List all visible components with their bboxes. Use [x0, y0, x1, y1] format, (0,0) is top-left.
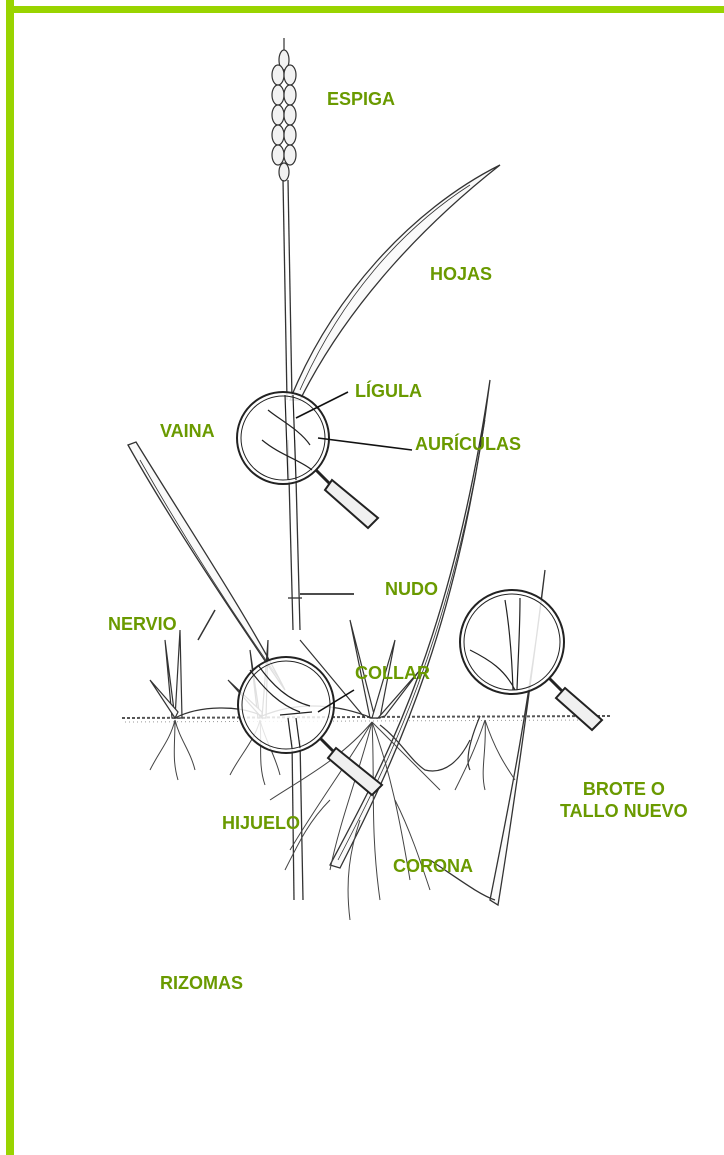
main-stem: [283, 180, 303, 900]
label-rizomas: RIZOMAS: [160, 972, 243, 994]
ground-line: [122, 716, 610, 722]
label-hojas: HOJAS: [430, 263, 492, 285]
label-ligula: LÍGULA: [355, 380, 422, 402]
spike-drawing: [272, 38, 296, 181]
label-brote-line1: BROTE O: [560, 778, 688, 800]
label-corona: CORONA: [393, 855, 473, 877]
label-brote-line2: TALLO NUEVO: [560, 800, 688, 822]
label-collar: COLLAR: [355, 662, 430, 684]
label-espiga: ESPIGA: [327, 88, 395, 110]
magnifier-brote: [460, 590, 602, 730]
label-hijuelo: HIJUELO: [222, 812, 300, 834]
label-auriculas: AURÍCULAS: [415, 433, 521, 455]
auriculas-leader: [318, 438, 412, 450]
label-brote: BROTE O TALLO NUEVO: [560, 778, 688, 822]
label-nervio: NERVIO: [108, 613, 177, 635]
label-nudo: NUDO: [385, 578, 438, 600]
label-vaina: VAINA: [160, 420, 215, 442]
